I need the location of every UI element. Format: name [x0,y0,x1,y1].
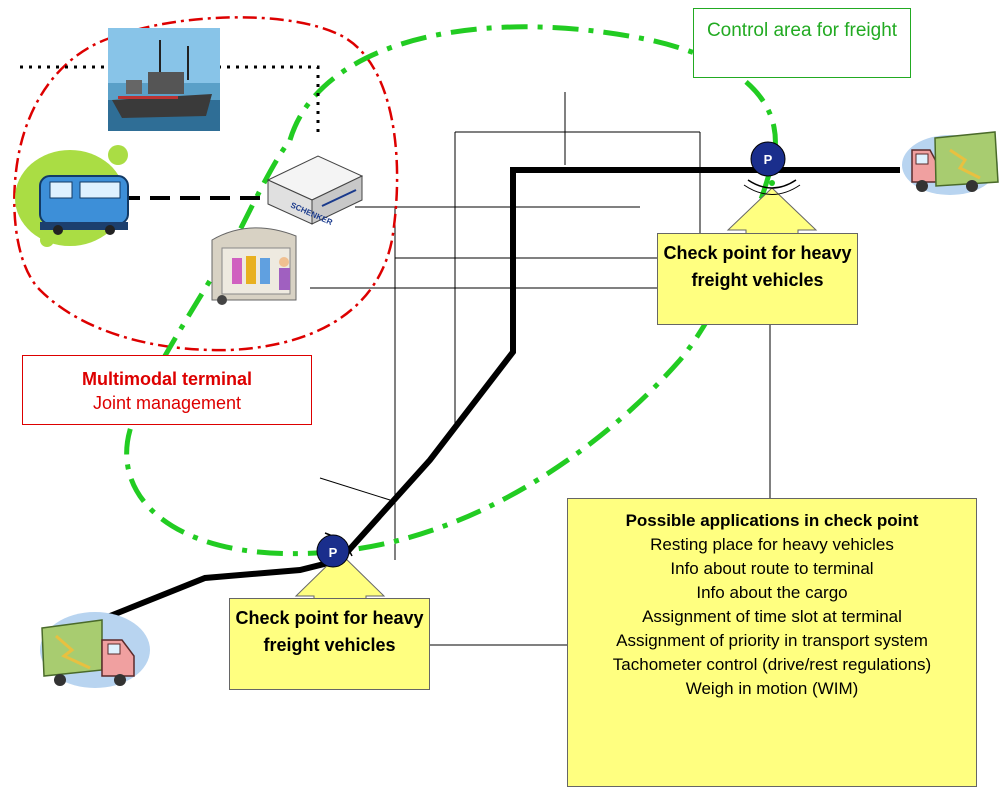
schenker-box-icon: SCHENKER [266,155,364,227]
checkpoint-bottom-text: Check point for heavy freight vehicles [235,608,424,655]
terminal-boundary [13,16,399,352]
application-item: Info about route to terminal [670,559,874,578]
checkpoint-top-callout: Check point for heavy freight vehicles [657,233,858,325]
control-area-boundary [124,24,778,557]
control-area-text: Control area for freight [706,20,898,41]
application-item: Assignment of priority in transport syst… [616,631,928,650]
terminal-subtitle: Joint management [92,393,242,413]
checkpoint-bottom-callout: Check point for heavy freight vehicles [229,598,430,690]
checkpoint-top-text: Check point for heavy freight vehicles [663,243,852,290]
parking-marker-bottom: P [316,532,353,568]
applications-callout: Possible applications in check point Res… [567,498,977,787]
truck-icon-right [902,131,999,195]
ship-icon [108,28,220,131]
application-item: Assignment of time slot at terminal [642,607,902,626]
train-icon [15,145,129,247]
terminal-title: Multimodal terminal [81,369,252,389]
applications-title: Possible applications in check point [625,511,919,530]
main-road [98,167,900,623]
connector-lines [310,92,771,646]
parking-symbol-top: P [764,152,773,167]
control-area-label: Control area for freight [693,8,911,78]
application-item: Resting place for heavy vehicles [650,535,894,554]
parking-symbol-bottom: P [329,545,338,560]
parking-marker-top: P [743,141,801,195]
application-item: Info about the cargo [696,583,848,602]
multimodal-terminal-label: Multimodal terminal Joint management [22,355,312,425]
warehouse-icon [211,227,297,305]
truck-icon-left [40,612,150,688]
application-item: Weigh in motion (WIM) [685,679,859,698]
application-item: Tachometer control (drive/rest regulatio… [612,655,932,674]
